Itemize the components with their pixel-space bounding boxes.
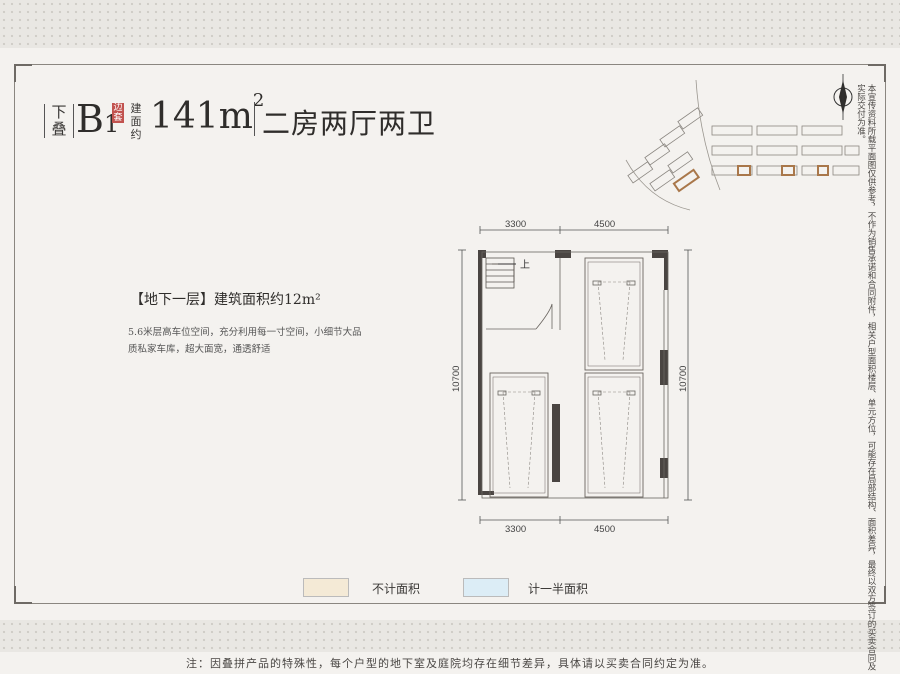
site-key-plan (627, 107, 860, 193)
disclaimer-vertical-text: 本宣传资料所载平面图仅供参考，不作为销售承诺和合同附件，相关户型面积楼层、单元方… (855, 84, 877, 671)
floor-description: 5.6米层高车位空间，充分利用每一寸空间，小细节大品质私家车库，超大面宽，通透舒… (128, 327, 362, 355)
dim-bottom-right: 4500 (594, 524, 615, 535)
unit-prefix: 下叠 (44, 104, 74, 138)
dim-bottom-left: 3300 (505, 524, 526, 535)
stairs (485, 257, 515, 289)
frame-corner-tl (14, 64, 32, 82)
dim-right: 10700 (678, 366, 689, 392)
title-separator (254, 102, 255, 136)
layout-title: 二房两厅两卫 (262, 107, 437, 140)
dimension-lines (458, 226, 692, 524)
footer-note: 注：因叠拼产品的特殊性，每个户型的地下室及庭院均存在细节差异，具体请以买卖合同约… (186, 657, 714, 670)
compass-icon (833, 74, 853, 120)
stair-label: 上 (520, 259, 530, 271)
dim-top-right: 4500 (594, 219, 615, 230)
content-frame (14, 64, 886, 604)
legend-swatch-half-counted (463, 578, 509, 597)
site-road-line (625, 159, 691, 211)
unit-code: B1 (76, 97, 120, 141)
dim-left: 10700 (451, 366, 462, 392)
frame-corner-br (868, 586, 886, 604)
legend-label-half-counted: 计一半面积 (528, 582, 589, 596)
parking-bays (489, 257, 644, 498)
car-markings (502, 281, 631, 489)
plan-walls (478, 250, 668, 495)
dim-top-left: 3300 (505, 219, 526, 230)
area-value: 141m2 (150, 90, 265, 137)
frame-corner-bl (14, 586, 32, 604)
floor-title: 【地下一层】建筑面积约12m² (130, 292, 321, 308)
bottom-pattern-band (0, 620, 900, 652)
unit-tag: 边套 (112, 103, 124, 123)
legend-label-not-counted: 不计面积 (372, 582, 421, 596)
frame-corner-tr (868, 64, 886, 82)
legend-swatch-not-counted (303, 578, 349, 597)
plan-thin-lines (481, 251, 669, 499)
site-road-line-2 (695, 79, 721, 191)
area-label: 建面约 (130, 102, 142, 141)
top-pattern-band (0, 0, 900, 48)
